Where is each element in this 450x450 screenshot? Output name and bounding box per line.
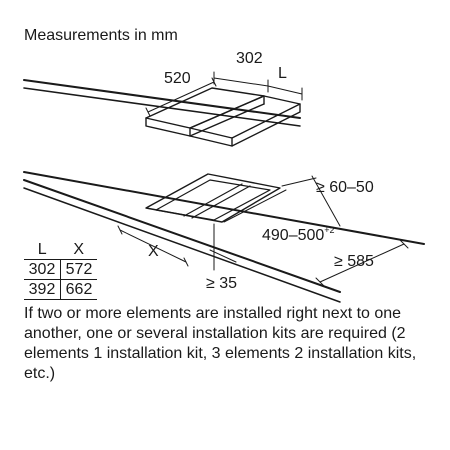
table-cell: 302 [24,259,61,280]
label-520: 520 [164,70,191,87]
table-row: 302 572 [24,259,97,280]
cooktop-module-right [189,95,301,147]
label-l: L [278,65,287,82]
dimension-cutout-depth: 490–500+2 [223,189,335,244]
dimension-l: L [267,65,303,101]
dimensions-table: L X 302 572 392 662 [24,240,97,300]
dimension-520: 520 [145,70,217,117]
table-row: 392 662 [24,279,97,300]
label-302: 302 [236,50,263,67]
table-cell: 662 [60,279,97,300]
label-cutout-depth: 490–500+2 [262,225,335,244]
installation-note: If two or more elements are installed ri… [24,305,417,382]
table-header-x: X [60,240,97,260]
dimension-302: 302 [213,50,269,93]
dimension-worktop-depth: ≥ 585 [315,239,409,287]
table-header-row: L X [24,240,97,260]
cutout-depth-value: 490–500 [262,227,324,244]
dimension-x: X [117,225,189,267]
dimension-front-clearance: ≥ 35 [206,223,237,292]
label-front-clearance: ≥ 35 [206,275,237,292]
heading: Measurements in mm [24,27,178,44]
table-cell: 572 [60,259,97,280]
upper-worktop [23,79,301,127]
cutout-depth-tolerance: +2 [324,225,334,235]
lower-worktop [23,171,425,303]
table-header-l: L [24,240,61,260]
table-cell: 392 [24,279,61,300]
cooktop-module-left [145,87,265,137]
dimension-rear-clearance: ≥ 60–50 [281,175,374,227]
label-x: X [148,243,159,260]
label-rear-clearance: ≥ 60–50 [316,179,374,196]
label-worktop-depth: ≥ 585 [334,253,374,270]
cutout [145,173,281,223]
